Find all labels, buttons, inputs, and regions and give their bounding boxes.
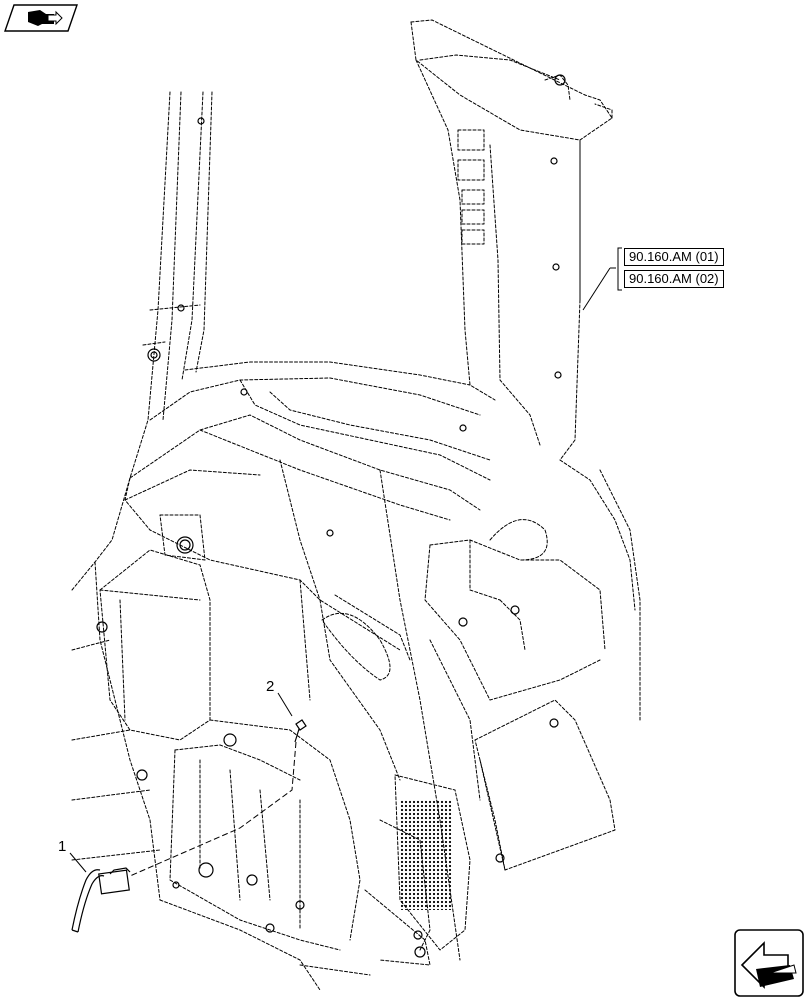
reference-box-1[interactable]: 90.160.AM (01) [624, 248, 724, 266]
wiring-connector-part [71, 867, 131, 933]
callout-number-1: 1 [58, 838, 67, 855]
reference-box-2[interactable]: 90.160.AM (02) [624, 270, 724, 288]
navigation-arrow-icon[interactable] [734, 929, 804, 997]
callout-number-2: 2 [266, 678, 275, 695]
book-arrow-icon[interactable] [4, 4, 78, 32]
screw-part [294, 719, 307, 743]
